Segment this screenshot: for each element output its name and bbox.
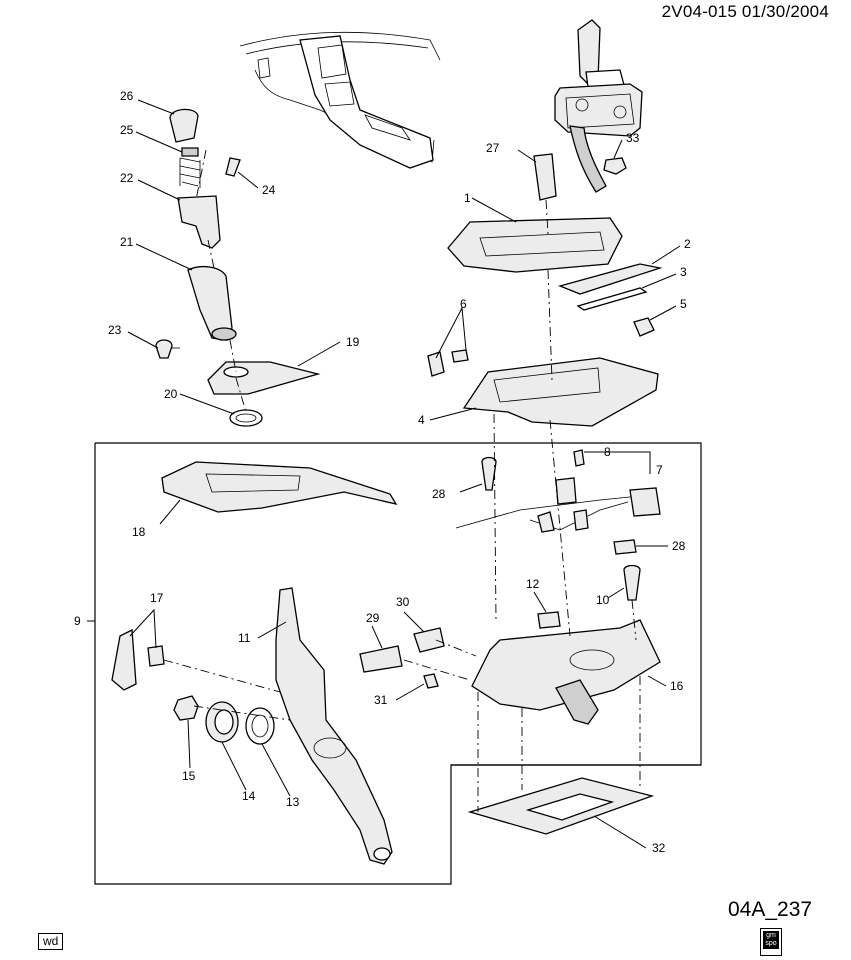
callout-30: 30 [396, 595, 410, 609]
trim-strip-3 [576, 287, 648, 311]
alignment-lines [163, 149, 641, 812]
callout-20: 20 [164, 387, 178, 401]
callout-21: 21 [120, 235, 134, 249]
callout-16: 16 [670, 679, 684, 693]
bracket-29 [359, 645, 403, 673]
knob-housing-22 [177, 195, 221, 249]
callout-28a: 28 [432, 487, 446, 501]
console-insert-18 [161, 461, 398, 513]
callout-5: 5 [680, 297, 687, 311]
wiring-harness-7 [455, 477, 661, 533]
callout-27: 27 [486, 141, 500, 155]
callout-12: 12 [526, 577, 540, 591]
callout-2: 2 [684, 237, 691, 251]
callout-10: 10 [596, 593, 610, 607]
retaining-ring-20 [229, 409, 263, 427]
switch-27 [533, 153, 557, 201]
clip-6b [451, 349, 469, 363]
clip-6a [427, 351, 445, 377]
callout-8: 8 [604, 445, 611, 459]
screw-28b [613, 539, 637, 555]
screw-24 [225, 157, 241, 177]
bolt-10 [623, 564, 641, 601]
nut-15 [173, 695, 199, 721]
bracket-30 [413, 627, 445, 653]
callout-29: 29 [366, 611, 380, 625]
leader-lines [127, 99, 681, 849]
callout-14: 14 [242, 789, 256, 803]
callout-labels: 1 2 3 4 5 6 7 8 9 10 11 12 13 14 15 16 1… [74, 89, 691, 855]
callout-1: 1 [464, 191, 471, 205]
callout-9: 9 [74, 614, 81, 628]
shifter-housing-16 [471, 619, 661, 711]
document-reference: 2V04-015 01/30/2004 [661, 2, 829, 21]
dashboard-console-illustration [239, 31, 441, 169]
callout-28b: 28 [672, 539, 686, 553]
figure-id: 04A_237 [728, 898, 813, 921]
wd-badge: wd [38, 933, 64, 950]
spring-25 [179, 147, 201, 188]
shift-lever-11 [275, 587, 393, 865]
callout-18: 18 [132, 525, 146, 539]
callout-24: 24 [262, 183, 276, 197]
trim-plate-19 [207, 361, 321, 395]
bracket-17b [147, 645, 165, 667]
callout-26: 26 [120, 89, 134, 103]
callout-32: 32 [652, 841, 666, 855]
gm-spo-logo-text: gm spo [763, 931, 779, 949]
callout-25: 25 [120, 123, 134, 137]
boot-collar [211, 327, 237, 341]
callout-6: 6 [460, 297, 467, 311]
gm-spo-logo-icon: gm spo [760, 928, 782, 956]
callout-17: 17 [150, 591, 164, 605]
callout-31: 31 [374, 693, 388, 707]
insert-12 [537, 611, 561, 629]
bracket-17a [111, 628, 137, 691]
nut-31 [423, 673, 439, 689]
washer-13 [245, 707, 275, 745]
shifter-assembly-illustration [554, 19, 643, 193]
callout-11: 11 [238, 631, 251, 645]
callout-19: 19 [346, 335, 360, 349]
callout-22: 22 [120, 171, 134, 185]
knob-cap-26 [169, 108, 199, 143]
callout-7: 7 [656, 463, 663, 477]
console-bezel-1 [447, 217, 623, 273]
clip-5 [633, 317, 655, 337]
nut-33 [603, 157, 627, 175]
callout-15: 15 [182, 769, 196, 783]
screw-23 [155, 339, 173, 359]
callout-33: 33 [626, 131, 640, 145]
screw-28a [481, 456, 497, 491]
callout-3: 3 [680, 265, 687, 279]
console-base-4 [462, 357, 659, 427]
bulb-8 [573, 449, 585, 467]
callout-23: 23 [108, 323, 122, 337]
callout-4: 4 [418, 413, 425, 427]
callout-13: 13 [286, 795, 300, 809]
trim-strip-2 [557, 263, 663, 295]
